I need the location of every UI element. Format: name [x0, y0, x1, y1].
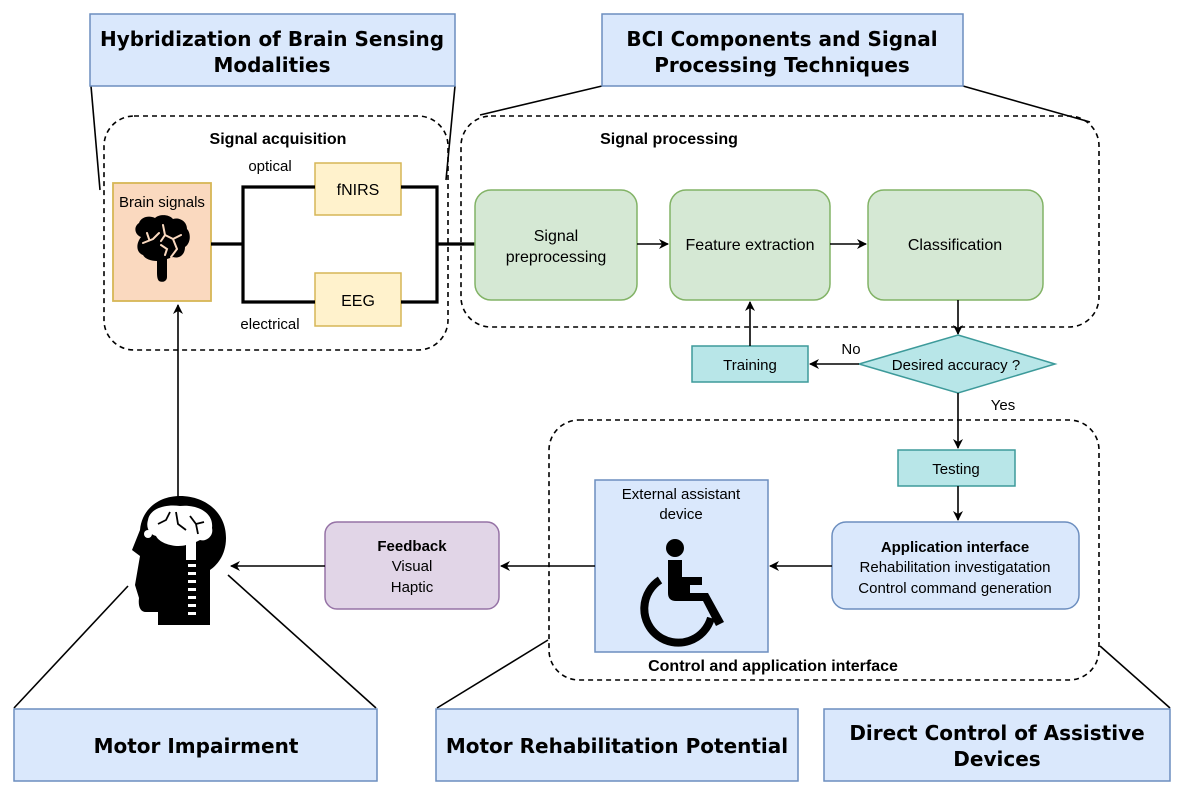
- application-interface-title: Application interface: [881, 539, 1029, 556]
- classification-label: Classification: [908, 237, 1002, 254]
- bci-title-line1: BCI Components and Signal: [626, 27, 937, 51]
- eeg-box: EEG: [314, 272, 402, 327]
- connector-bci-left: [479, 85, 603, 116]
- fnirs-label: fNIRS: [337, 182, 380, 199]
- eeg-label: EEG: [341, 293, 375, 310]
- group-signal-processing: Signal processing Signal preprocessing F…: [460, 115, 1100, 328]
- brain-signals-label: Brain signals: [119, 194, 205, 211]
- application-interface-box: Application interface Rehabilitation inv…: [831, 521, 1080, 610]
- device-line2: device: [659, 506, 702, 523]
- no-label: No: [841, 341, 860, 358]
- connector-impair-right: [227, 574, 377, 709]
- title-box-bci: BCI Components and Signal Processing Tec…: [601, 13, 964, 87]
- feature-extraction-box: Feature extraction: [669, 189, 831, 301]
- signal-preprocessing-box: Signal preprocessing: [474, 189, 638, 301]
- connector-impair-left: [13, 585, 129, 709]
- connector-rehab: [436, 639, 549, 709]
- feedback-line1: Visual: [392, 558, 433, 575]
- optical-label: optical: [248, 158, 291, 175]
- title-connectors: [13, 85, 1171, 709]
- connector-hybrid-left: [90, 85, 101, 191]
- control-interface-label: Control and application interface: [648, 658, 898, 675]
- spine-segments: [188, 564, 196, 615]
- feedback-box: Feedback Visual Haptic: [324, 521, 500, 610]
- signal-processing-label: Signal processing: [600, 131, 738, 148]
- connector-hybrid-right: [445, 85, 456, 181]
- direct-control-title-line2: Devices: [953, 747, 1040, 771]
- feature-extraction-label: Feature extraction: [686, 237, 815, 254]
- brain-icon: [135, 215, 190, 282]
- yes-label: Yes: [991, 397, 1015, 414]
- testing-box: Testing: [897, 449, 1016, 487]
- hybridization-title-line1: Hybridization of Brain Sensing: [100, 27, 444, 51]
- preprocessing-line1: Signal: [534, 228, 578, 245]
- motor-rehab-title: Motor Rehabilitation Potential: [446, 734, 788, 758]
- classification-box: Classification: [867, 189, 1044, 301]
- title-box-motor-rehab: Motor Rehabilitation Potential: [435, 708, 799, 782]
- feedback-line2: Haptic: [391, 579, 434, 596]
- decision-diamond: Desired accuracy ?: [856, 334, 1058, 394]
- acquisition-connectors: [211, 185, 475, 304]
- motor-impairment-title: Motor Impairment: [94, 734, 299, 758]
- decision-label: Desired accuracy ?: [892, 357, 1020, 374]
- connector-direct: [1099, 645, 1171, 709]
- electrical-label: electrical: [240, 316, 299, 333]
- feedback-title: Feedback: [377, 538, 447, 555]
- external-device-box: External assistant device: [594, 479, 769, 653]
- training-label: Training: [723, 357, 777, 374]
- group-signal-acquisition: Signal acquisition optical electrical Br…: [103, 115, 475, 351]
- brain-signals-box: Brain signals: [112, 182, 212, 302]
- training-box: Training: [691, 345, 809, 383]
- title-box-direct-control: Direct Control of Assistive Devices: [823, 708, 1171, 782]
- direct-control-title-line1: Direct Control of Assistive: [849, 721, 1144, 745]
- title-box-motor-impairment: Motor Impairment: [13, 708, 378, 782]
- application-line2: Control command generation: [858, 580, 1051, 597]
- device-line1: External assistant: [622, 486, 741, 503]
- head-brain-icon: [132, 496, 226, 625]
- wheelchair-icon: [640, 539, 724, 647]
- signal-acquisition-label: Signal acquisition: [210, 131, 347, 148]
- title-box-hybridization: Hybridization of Brain Sensing Modalitie…: [89, 13, 456, 87]
- preprocessing-line2: preprocessing: [506, 249, 607, 266]
- hybridization-title-line2: Modalities: [213, 53, 330, 77]
- application-line1: Rehabilitation investigatation: [860, 559, 1051, 576]
- bci-title-line2: Processing Techniques: [654, 53, 910, 77]
- testing-label: Testing: [932, 461, 980, 478]
- group-control-interface: Control and application interface Testin…: [548, 419, 1100, 681]
- fnirs-box: fNIRS: [314, 162, 402, 216]
